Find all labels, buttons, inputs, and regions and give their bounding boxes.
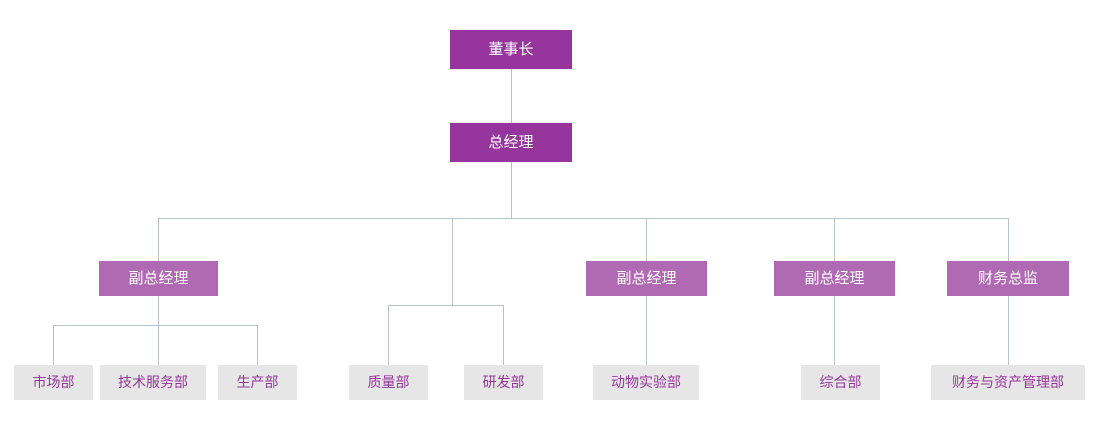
org-node-general-manager[interactable]: 总经理: [450, 123, 572, 162]
connector-bus-drop-dgm2: [646, 218, 647, 261]
connector-bus-drop-dgm1: [158, 218, 159, 261]
connector-quality-rd-sub-bus: [388, 305, 504, 306]
connector-drop-rd: [503, 305, 504, 365]
org-node-dept-production[interactable]: 生产部: [218, 365, 297, 400]
connector-main-bus: [158, 218, 1009, 219]
connector-bus-drop-quality-rd: [452, 218, 453, 305]
connector-dgm3-drop-general: [834, 296, 835, 365]
org-node-dept-market[interactable]: 市场部: [14, 365, 93, 400]
connector-dgm2-drop-animal-lab: [646, 296, 647, 365]
connector-chairman-to-gm: [511, 69, 512, 123]
org-node-label: 总经理: [488, 133, 534, 151]
connector-dgm1-stem-down: [158, 296, 159, 325]
org-node-dept-finance[interactable]: 财务与资产管理部: [931, 365, 1085, 400]
connector-drop-quality: [388, 305, 389, 365]
org-node-label: 技术服务部: [118, 374, 188, 391]
org-node-dept-rd[interactable]: 研发部: [464, 365, 543, 400]
org-node-dgm-2[interactable]: 副总经理: [586, 261, 707, 296]
org-node-label: 财务总监: [977, 269, 1038, 287]
org-node-label: 生产部: [236, 374, 279, 391]
org-node-label: 财务与资产管理部: [952, 374, 1064, 391]
connector-bus-drop-dgm3: [834, 218, 835, 261]
org-node-chairman[interactable]: 董事长: [450, 30, 572, 69]
connector-bus-drop-finance: [1008, 218, 1009, 261]
org-node-finance-director[interactable]: 财务总监: [947, 261, 1069, 296]
org-node-label: 董事长: [488, 40, 534, 58]
connector-gm-stem-down: [511, 162, 512, 218]
org-node-dept-general[interactable]: 综合部: [801, 365, 880, 400]
org-node-label: 副总经理: [804, 269, 865, 287]
org-node-label: 研发部: [482, 374, 525, 391]
org-node-dept-tech[interactable]: 技术服务部: [100, 365, 206, 400]
org-node-dgm-3[interactable]: 副总经理: [774, 261, 895, 296]
org-node-dept-animal-lab[interactable]: 动物实验部: [593, 365, 699, 400]
org-node-label: 副总经理: [128, 269, 189, 287]
org-node-label: 质量部: [367, 374, 410, 391]
org-node-dgm-1[interactable]: 副总经理: [99, 261, 218, 296]
org-node-label: 动物实验部: [611, 374, 681, 391]
connector-dgm1-drop-tech: [158, 325, 159, 365]
org-node-label: 市场部: [32, 374, 75, 391]
connector-finance-drop-dept: [1008, 296, 1009, 365]
connector-dgm1-drop-market: [53, 325, 54, 365]
connector-dgm1-drop-production: [257, 325, 258, 365]
org-node-dept-quality[interactable]: 质量部: [349, 365, 428, 400]
org-node-label: 综合部: [819, 374, 862, 391]
org-node-label: 副总经理: [616, 269, 677, 287]
connector-dgm1-sub-bus: [53, 325, 258, 326]
